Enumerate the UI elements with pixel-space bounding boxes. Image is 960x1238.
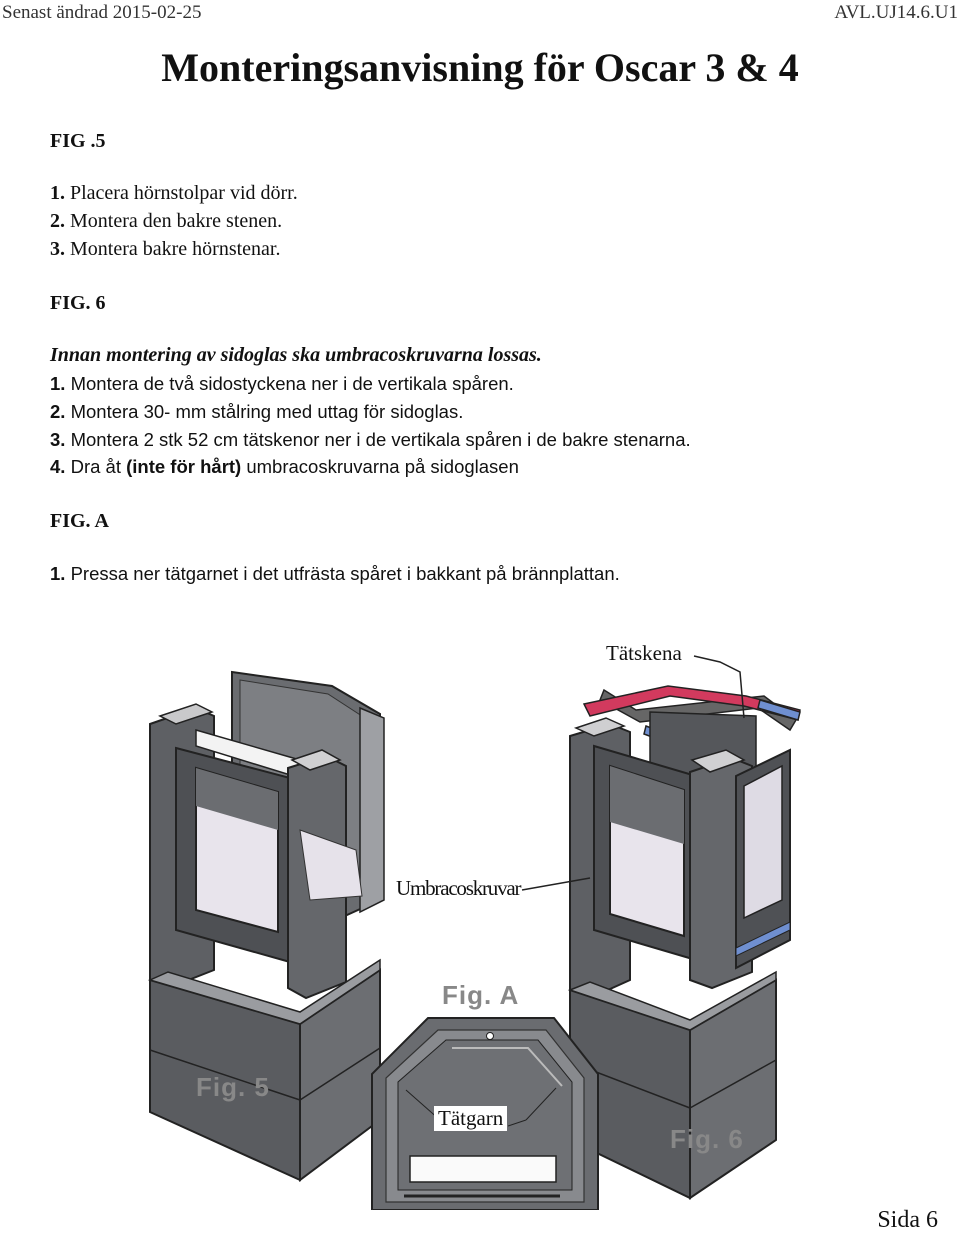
label-tatgarn: Tätgarn <box>434 1106 508 1131</box>
step-text: Montera de två sidostyckena ner i de ver… <box>65 373 514 394</box>
fig6-step-1: 1. Montera de två sidostyckena ner i de … <box>50 373 514 395</box>
fig6-note: Innan montering av sidoglas ska umbracos… <box>50 344 542 366</box>
fig6-step-4: 4. Dra åt (inte för hårt) umbracoskruvar… <box>50 456 519 478</box>
fig5-step-1: 1. Placera hörnstolpar vid dörr. <box>50 182 298 205</box>
step-text: Montera bakre hörnstenar. <box>65 238 281 260</box>
fig6-step-2: 2. Montera 30- mm stålring med uttag för… <box>50 401 463 423</box>
fig6-heading: FIG. 6 <box>50 292 106 314</box>
fig6-step-3: 3. Montera 2 stk 52 cm tätskenor ner i d… <box>50 429 691 451</box>
figA-heading: FIG. A <box>50 510 109 532</box>
step-number: 2. <box>50 401 66 422</box>
page-title: Monteringsanvisning för Oscar 3 & 4 <box>161 45 799 90</box>
fig6-stove-drawing <box>521 655 801 1200</box>
step-number: 1. <box>50 182 65 204</box>
caption-fig-5: Fig. 5 <box>196 1072 270 1102</box>
fig5-heading: FIG .5 <box>50 130 106 152</box>
step-text-after: umbracoskruvarna på sidoglasen <box>241 456 519 477</box>
figA-step-1: 1. Pressa ner tätgarnet i det utfrästa s… <box>50 563 620 585</box>
step-emphasis: (inte för hårt) <box>126 456 242 477</box>
caption-fig-6: Fig. 6 <box>670 1124 744 1154</box>
step-number: 1. <box>50 563 66 584</box>
step-number: 1. <box>50 373 66 394</box>
step-number: 3. <box>50 429 66 450</box>
fig5-step-2: 2. Montera den bakre stenen. <box>50 210 282 233</box>
step-text: Montera 30- mm stålring med uttag för si… <box>65 401 464 422</box>
header-docid: AVL.UJ14.6.U1 <box>834 2 958 23</box>
step-number: 4. <box>50 456 66 477</box>
label-tatskena: Tätskena <box>606 641 682 665</box>
step-text: Placera hörnstolpar vid dörr. <box>65 182 298 204</box>
step-number: 2. <box>50 210 65 232</box>
fig5-stove-drawing <box>147 670 385 1182</box>
header-date: Senast ändrad 2015-02-25 <box>2 2 202 23</box>
step-text: Montera den bakre stenen. <box>65 210 283 232</box>
step-text: Dra åt <box>65 456 127 477</box>
step-text: Pressa ner tätgarnet i det utfrästa spår… <box>65 563 620 584</box>
caption-fig-a: Fig. A <box>442 980 520 1010</box>
fig5-step-3: 3. Montera bakre hörnstenar. <box>50 238 280 261</box>
step-number: 3. <box>50 238 65 260</box>
step-text: Montera 2 stk 52 cm tätskenor ner i de v… <box>65 429 691 450</box>
label-umbracoskruvar: Umbracoskruvar <box>396 876 522 901</box>
page-number: Sida 6 <box>877 1207 938 1233</box>
